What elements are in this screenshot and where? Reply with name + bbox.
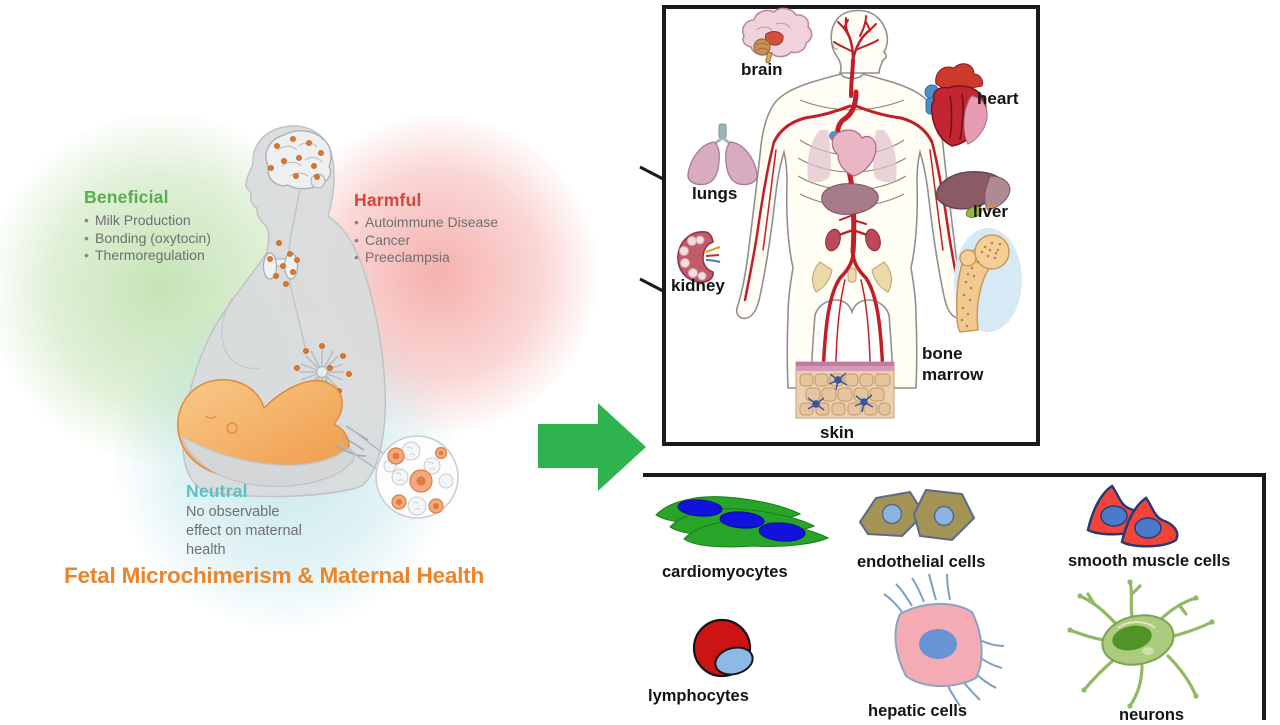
beneficial-heading: Beneficial: [84, 187, 169, 207]
mother-thyroid-sketch: [262, 252, 299, 280]
kidney-label: kidney: [671, 276, 725, 295]
baby-figure: [177, 379, 350, 478]
skin-icon: [795, 361, 895, 419]
endothelial-cells-icon: [858, 488, 976, 542]
skin-dendritic-cells: [807, 372, 874, 413]
beneficial-list: Milk Production Bonding (oxytocin) Therm…: [84, 212, 211, 265]
kidney-icon: [677, 231, 721, 283]
lungs-label: lungs: [692, 184, 738, 203]
cardiomyocytes-label: cardiomyocytes: [662, 563, 788, 581]
heart-label: heart: [977, 89, 1019, 108]
hepatic-cells-icon: [883, 573, 1005, 707]
bone-marrow-icon: [954, 228, 1022, 333]
beneficial-item: Milk Production: [84, 212, 211, 230]
beneficial-glow: [0, 113, 338, 463]
lungs-icon: [687, 123, 758, 186]
cardiomyocytes-icon: [655, 496, 830, 548]
harmful-item: Preeclampsia: [354, 249, 498, 267]
neurons-label: neurons: [1119, 706, 1185, 724]
harmful-list: Autoimmune Disease Cancer Preeclampsia: [354, 214, 498, 267]
green-arrow-icon: [538, 403, 646, 491]
brain-icon: [742, 7, 813, 64]
skin-label: skin: [820, 423, 855, 442]
neutral-heading: Neutral: [186, 481, 248, 501]
hepatic-cells-label: hepatic cells: [868, 702, 968, 720]
fetal-cells-inset: [337, 427, 459, 519]
beneficial-item: Thermoregulation: [84, 247, 211, 265]
harmful-item: Cancer: [354, 232, 498, 250]
neurons-icon: [1067, 579, 1215, 709]
inset-fetal-cells: [387, 446, 448, 514]
brain-label: brain: [741, 60, 783, 79]
liver-label: liver: [973, 202, 1008, 221]
harmful-glow: [278, 115, 598, 435]
figure-title: Fetal Microchimerism & Maternal Health: [64, 563, 485, 588]
smooth-muscle-cells-label: smooth muscle cells: [1068, 552, 1231, 570]
lymphocytes-icon: [692, 618, 754, 678]
endothelial-cells-label: endothelial cells: [857, 553, 986, 571]
beneficial-item: Bonding (oxytocin): [84, 230, 211, 248]
smooth-muscle-cells-icon: [1086, 484, 1179, 548]
lymphocytes-label: lymphocytes: [648, 687, 749, 705]
cells-panel-frame: [643, 473, 1266, 720]
bone-marrow-label: bone marrow: [922, 344, 984, 384]
mother-mammary-sketch: [300, 350, 344, 394]
mother-brain-sketch: [265, 130, 332, 190]
harmful-item: Autoimmune Disease: [354, 214, 498, 232]
mother-and-baby-figure: [177, 125, 387, 498]
fetal-cell-dots: [267, 136, 352, 398]
neutral-description: No observable effect on maternal health: [186, 504, 302, 558]
harmful-heading: Harmful: [354, 190, 422, 210]
